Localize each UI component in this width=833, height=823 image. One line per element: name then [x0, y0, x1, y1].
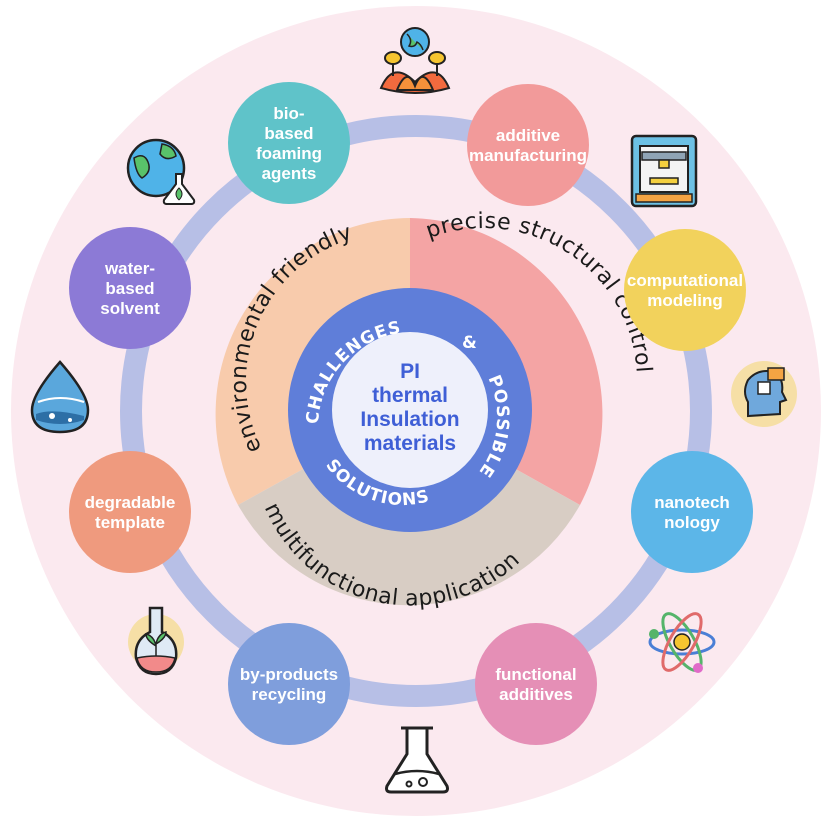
node-label-line: nology	[664, 513, 720, 532]
node-label-line: bio-	[273, 104, 304, 123]
node-circle	[228, 82, 350, 204]
flask-icon	[385, 726, 449, 794]
node-label-line: water-	[104, 259, 155, 278]
node-label-line: manufacturing	[469, 146, 587, 165]
node-label-line: agents	[262, 164, 317, 183]
node-label-line: based	[105, 279, 154, 298]
center-line-3: Insulation	[360, 408, 459, 431]
node-label-line: based	[264, 124, 313, 143]
node-label-line: degradable	[85, 493, 176, 512]
earth-birds-lotus-icon	[379, 27, 451, 94]
node-circle	[475, 623, 597, 745]
node-circle	[624, 229, 746, 351]
inner-label-amp: &	[462, 333, 478, 353]
node-label-line: computational	[627, 271, 743, 290]
center-line-1: PI	[400, 360, 420, 383]
node-label-line: foaming	[256, 144, 322, 163]
node-label-line: nanotech	[654, 493, 730, 512]
center-line-2: thermal	[372, 384, 448, 407]
node-circle	[631, 451, 753, 573]
node-label-line: by-products	[240, 665, 338, 684]
node-circle	[69, 451, 191, 573]
plant-flask-icon	[128, 606, 184, 676]
node-circle	[467, 84, 589, 206]
node-circle	[69, 227, 191, 349]
ai-head-chip-icon	[731, 361, 797, 427]
orbit-ring	[120, 115, 712, 707]
3d-printer-icon	[630, 134, 698, 208]
node-label-line: modeling	[647, 291, 723, 310]
node-label-line: additive	[496, 126, 560, 145]
earth-flask-icon	[126, 138, 196, 205]
center-line-4: materials	[364, 432, 456, 455]
node-label-line: additives	[499, 685, 573, 704]
water-drop-icon	[30, 360, 90, 434]
node-label-line: template	[95, 513, 165, 532]
center-disc	[332, 332, 488, 488]
node-label-line: recycling	[252, 685, 327, 704]
node-circle	[228, 623, 350, 745]
node-label-line: functional	[495, 665, 576, 684]
atom-icon	[648, 612, 716, 673]
node-label-line: solvent	[100, 299, 160, 318]
nodes-layer: bio-basedfoamingagentsadditivemanufactur…	[69, 82, 753, 745]
